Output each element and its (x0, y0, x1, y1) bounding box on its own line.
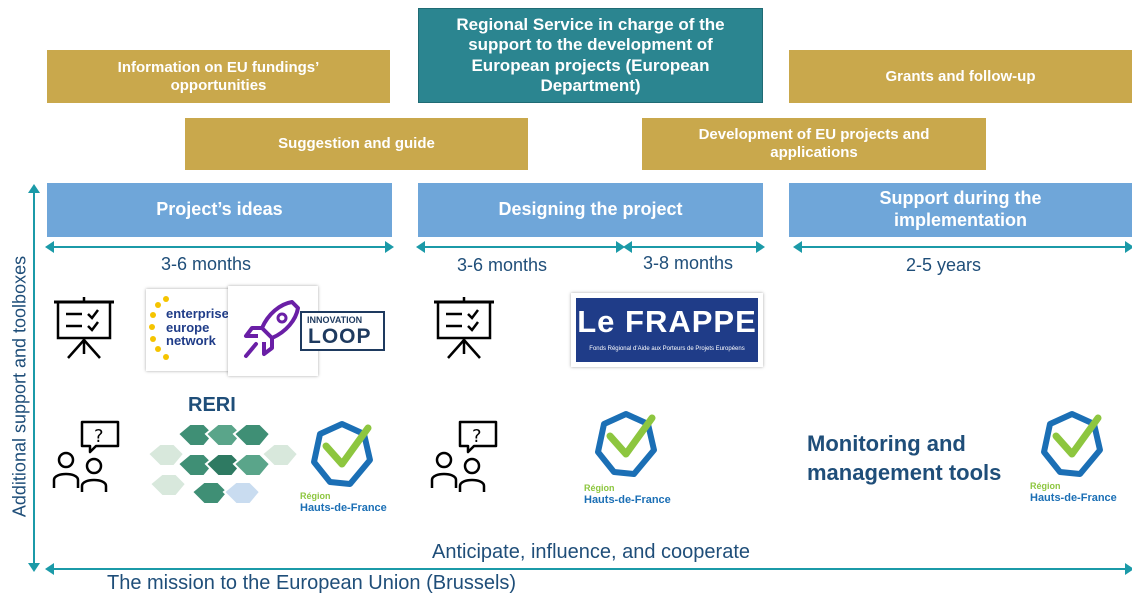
duration-arrow-2 (416, 241, 625, 253)
duration-label-2: 3-6 months (457, 255, 548, 275)
duration-arrow-3 (623, 241, 765, 253)
duration-arrow-4 (793, 241, 1132, 253)
region-logo-icon (595, 411, 657, 477)
grants-box: Grants and follow-up (789, 50, 1132, 103)
monitoring-label: Monitoring and management tools (807, 431, 1002, 485)
phase-designing-box: Designing the project (418, 183, 763, 237)
frappe-subtitle: Fonds Régional d’Aide aux Porteurs de Pr… (589, 346, 745, 352)
region-logo-icon (1041, 411, 1103, 477)
info-funding-label: Information on EU fundings’ opportunitie… (117, 58, 320, 94)
duration-label-1: 3-6 months (161, 254, 252, 274)
side-label: Additional support and toolboxes (9, 255, 30, 518)
reri-label: RERI (188, 394, 236, 416)
duration-label-4: 2-5 years (906, 255, 982, 275)
mission-label: The mission to the European Union (Bruss… (107, 572, 517, 594)
region-logo-text: Région Hauts-de-France (300, 491, 387, 514)
een-line3: network (166, 333, 216, 349)
suggestion-label: Suggestion and guide (278, 135, 435, 152)
phase-ideas-box: Project’s ideas (47, 183, 392, 237)
development-label: Development of EU projects and applicati… (698, 126, 930, 161)
region-line2: Hauts-de-France (300, 501, 387, 514)
region-logo-icon (311, 421, 373, 487)
phase-support-box: Support during the implementation (789, 183, 1132, 237)
regional-service-box: Regional Service in charge of the suppor… (418, 8, 763, 103)
phase-designing-label: Designing the project (498, 199, 683, 220)
development-box: Development of EU projects and applicati… (642, 118, 986, 170)
mission-arrow (45, 563, 1132, 575)
eu-stars-icon (149, 296, 169, 360)
phase-ideas-label: Project’s ideas (156, 199, 283, 220)
frappe-title: Le FRAPPE (577, 304, 757, 339)
region-line1: Région (1030, 481, 1061, 491)
innovation-bottom-label: LOOP (308, 325, 372, 348)
side-vertical-arrow (28, 184, 40, 572)
frappe-logo: Le FRAPPE Fonds Régional d’Aide aux Port… (571, 293, 763, 367)
svg-text:?: ? (472, 426, 482, 447)
region-line1: Région (584, 483, 615, 493)
een-line2: europe (166, 319, 210, 335)
duration-label-3: 3-8 months (643, 253, 734, 273)
region-line1: Région (300, 491, 331, 501)
person-question-icon: ? (430, 420, 498, 492)
phase-support-label: Support during the implementation (879, 188, 1042, 230)
een-logo: enterprise europe network (146, 289, 230, 371)
region-line2: Hauts-de-France (584, 493, 671, 506)
duration-arrow-1 (45, 241, 394, 253)
region-line2: Hauts-de-France (1030, 491, 1117, 504)
presentation-board-icon (434, 297, 494, 359)
suggestion-box: Suggestion and guide (185, 118, 528, 170)
region-logo-text: Région Hauts-de-France (584, 483, 671, 506)
rocket-icon (244, 300, 300, 358)
grants-label: Grants and follow-up (885, 67, 1036, 85)
anticipate-label: Anticipate, influence, and cooperate (432, 541, 750, 563)
innovation-loop-logo: INNOVATION LOOP (300, 311, 385, 351)
info-funding-box: Information on EU fundings’ opportunitie… (47, 50, 390, 103)
person-question-icon: ? (52, 420, 120, 492)
region-logo-text: Région Hauts-de-France (1030, 481, 1117, 504)
reri-hexagon-graphic (146, 423, 300, 505)
svg-text:?: ? (94, 426, 104, 447)
een-line1: enterprise (166, 306, 229, 321)
regional-service-label: Regional Service in charge of the suppor… (456, 14, 725, 95)
innovation-top-label: INNOVATION (307, 315, 363, 325)
presentation-board-icon (54, 297, 114, 359)
rocket-card (228, 286, 318, 376)
